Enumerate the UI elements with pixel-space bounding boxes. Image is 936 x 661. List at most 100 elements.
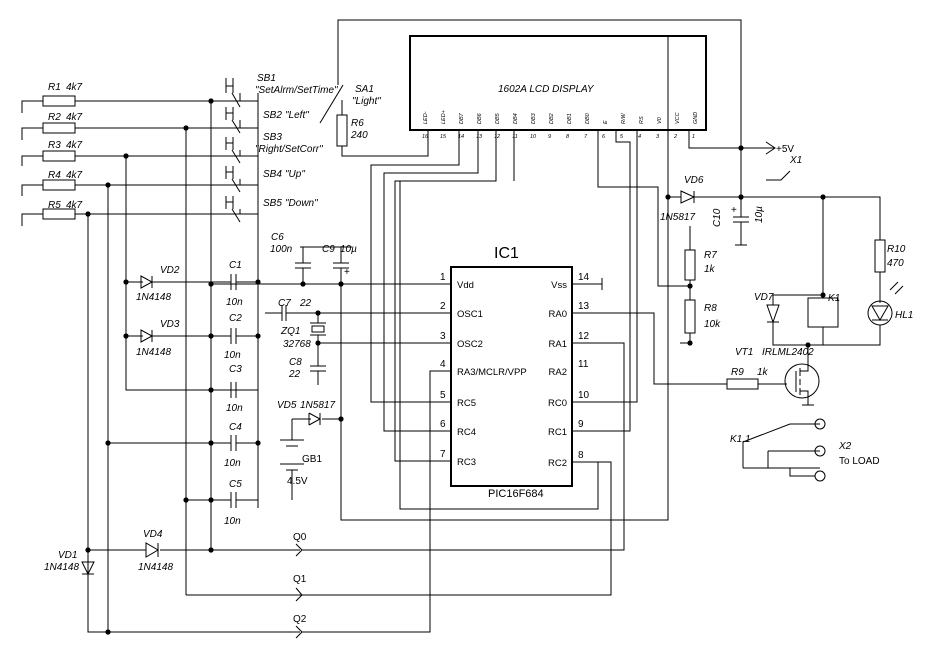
vd3-value: 1N4148 [136,347,171,358]
q1-label: Q1 [293,574,307,585]
r9-value: 1k [757,367,769,378]
ic1-pin-name: RC5 [457,398,476,409]
r10-resistor [874,239,886,273]
r3-resistor [42,150,76,162]
x2-ref: X2 [838,441,852,452]
r4-ref: R4 [48,170,61,181]
c10-value: 10µ [754,206,765,223]
lcd-pin-name: DB7 [459,112,465,124]
ic1-pin-name: RC0 [548,398,567,409]
r7-value: 1k [704,264,716,275]
lcd-pin-number: 3 [656,134,660,140]
vd7-ref: VD7 [754,292,774,303]
lcd-pin-number: 2 [673,134,677,140]
c5-ref: C5 [229,479,242,490]
ic1-pin-name: Vss [551,280,567,291]
hl1-led [867,300,893,326]
ic1-pin-name: OSC2 [457,339,483,350]
ic1-pin-number: 9 [578,419,584,430]
svg-text:+: + [344,267,350,278]
lcd-pin-name: GND [693,112,699,124]
r3-value: 4k7 [66,140,83,151]
r8-value: 10k [704,319,721,330]
c9-value: 10µ [340,244,357,255]
k1-ref: K1 [828,293,840,304]
r3-ref: R3 [48,140,61,151]
c7-value: 22 [299,298,312,309]
ic1-pin-name: RA2 [549,367,567,378]
r6-value: 240 [350,130,368,141]
ic1-part: PIC16F684 [488,488,544,500]
r9-resistor [726,378,759,390]
c7-ref: C7 [278,298,291,309]
c1-ref: C1 [229,260,242,271]
vd2-ref: VD2 [160,265,180,276]
ic1-pin-number: 6 [440,419,446,430]
push-buttons: SB1 "SetAlrm/SetTime" SB2 "Left" SB3 "Ri… [225,73,338,508]
r7-resistor [684,249,696,281]
lcd-pin-name: LED+ [441,109,447,124]
r4-resistor [42,179,76,191]
lcd-pin-name: LED- [423,111,429,124]
c8-ref: C8 [289,357,302,368]
vd1-value: 1N4148 [44,562,79,573]
k1-coil [807,297,839,328]
lcd-pin-number: 10 [530,134,537,140]
ic1-pin-name: RA0 [549,309,567,320]
q2-label: Q2 [293,614,307,625]
lcd-pin-number: 12 [494,134,500,140]
c3-ref: C3 [229,364,242,375]
c1-value: 10n [226,297,243,308]
ic1-pin-name: RC3 [457,457,476,468]
r2-value: 4k7 [66,112,83,123]
ic1-pin-name: RC4 [457,427,476,438]
c5-value: 10n [224,516,241,527]
lcd-pin-number: 16 [422,134,429,140]
lcd-pin-name: R/W [621,113,627,125]
relay-driver: K1 VD7 VT1 IRLML2402 R10 470 HL1 [735,196,913,406]
lcd-pin-name: DB0 [585,112,591,124]
vd6-ref: VD6 [684,175,704,186]
ic1-pin-name: Vdd [457,280,474,291]
zq1-ref: ZQ1 [280,326,300,337]
ic1-pin-number: 4 [440,359,446,370]
ic1-pin-name: RA1 [549,339,567,350]
r2-resistor [42,122,76,134]
ic1-pin-number: 2 [440,301,446,312]
power-section: +5V X1 VD6 1N5817 + C10 10µ R7 1k R8 10k… [572,130,823,390]
sb1-label: "SetAlrm/SetTime" [255,85,338,96]
vt1-value: IRLML2402 [762,347,814,358]
r4-value: 4k7 [66,170,83,181]
r6-ref: R6 [351,118,364,129]
c8-value: 22 [288,369,301,380]
lcd-pin-name: DB4 [513,113,519,124]
lcd-pin-name: DB3 [531,112,537,124]
c10-ref: C10 [712,208,723,227]
r2-ref: R2 [48,112,61,123]
junctions [85,98,826,635]
vd2-value: 1N4148 [136,292,171,303]
x1-ref: X1 [789,155,802,166]
ic1-pin-number: 8 [578,450,584,461]
light-switch-sa1: SA1 "Light" R6 240 [319,19,742,197]
ic1-pin-name: RA3/MCLR/VPP [457,367,527,378]
c6-ref: C6 [271,232,284,243]
hl1-ref: HL1 [895,310,913,321]
r9-ref: R9 [731,367,744,378]
ic1-pin-number: 14 [578,272,590,283]
output-lines: VD4 1N4148 VD1 1N4148 Q0 Q1 Q2 [44,342,625,639]
vd5-value: 1N5817 [300,400,335,411]
vt1-ref: VT1 [735,347,753,358]
lcd-title: 1602A LCD DISPLAY [498,84,595,95]
r6-resistor [336,114,348,147]
sb2-ref: SB2 [263,110,282,121]
ic1-pin-name: RC1 [548,427,567,438]
ic1-pin-number: 5 [440,390,446,401]
vd6-value: 1N5817 [660,212,695,223]
ic1-pin-number: 12 [578,331,590,342]
sb5-label: "Down" [285,198,318,209]
vd4-value: 1N4148 [138,562,173,573]
load-contacts: K1.1 X2 To LOAD [730,418,880,482]
lcd-pin-name: VCC [675,112,681,124]
